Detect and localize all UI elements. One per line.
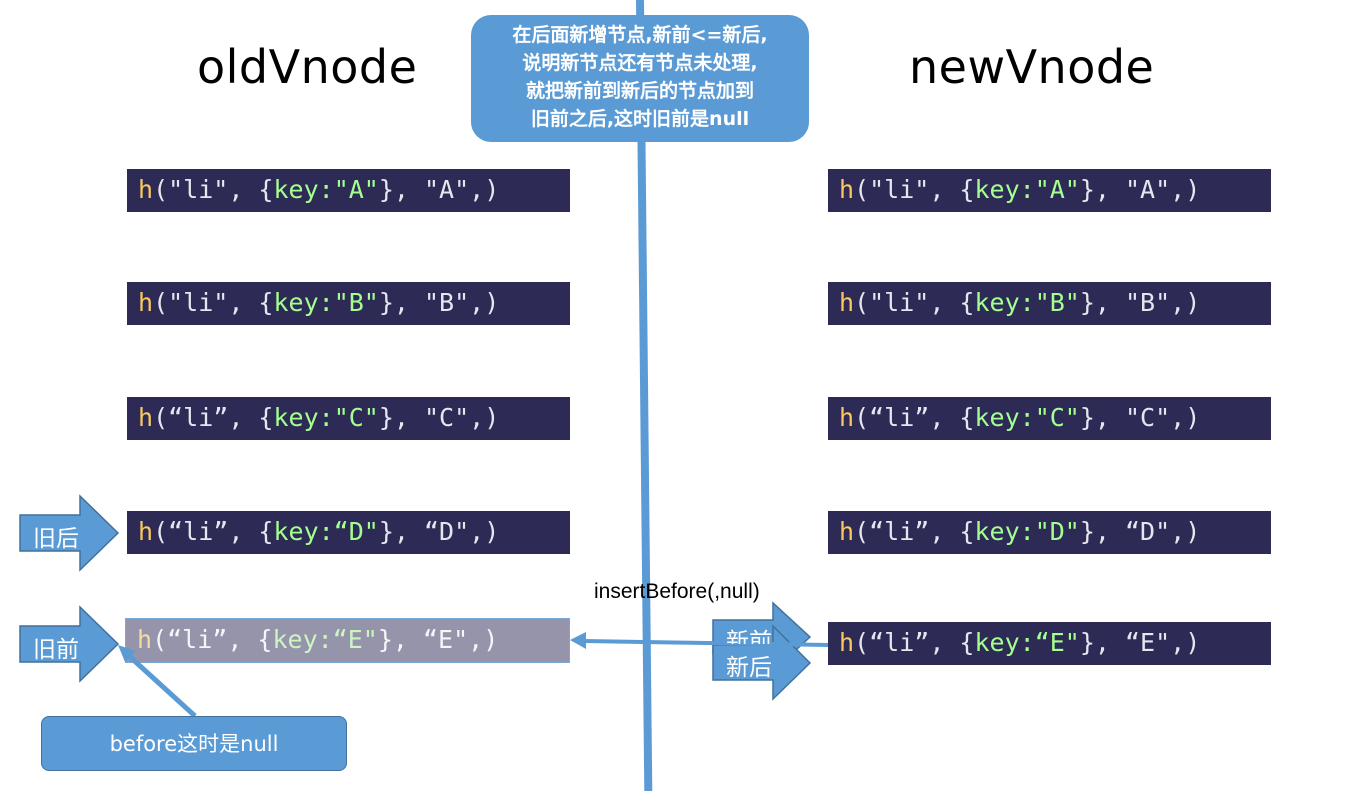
node-open: (“li”, { bbox=[854, 403, 975, 432]
insert-before-arrowhead bbox=[570, 632, 586, 649]
callout-arrow bbox=[126, 653, 197, 718]
note-line: 在后面新增节点,新前<=新后, bbox=[512, 24, 768, 46]
fn-name: h bbox=[839, 517, 855, 546]
node-open: ("li", { bbox=[153, 175, 274, 204]
node-open: ("li", { bbox=[854, 288, 975, 317]
fn-name: h bbox=[138, 288, 154, 317]
node-close: }, "C",) bbox=[1079, 403, 1201, 432]
node-open: (“li”, { bbox=[152, 625, 273, 654]
fn-name: h bbox=[839, 175, 855, 204]
old-node-a: h("li", {key:"A"}, "A",) bbox=[127, 169, 570, 212]
node-close: }, "B",) bbox=[378, 288, 500, 317]
old-node-b: h("li", {key:"B"}, "B",) bbox=[127, 282, 570, 325]
node-key: key:“D" bbox=[273, 517, 379, 546]
node-close: }, “E",) bbox=[1079, 628, 1201, 657]
node-open: (“li”, { bbox=[854, 628, 975, 657]
node-key: key:"D" bbox=[974, 517, 1080, 546]
explanation-note: 在后面新增节点,新前<=新后, 说明新节点还有节点未处理, 就把新前到新后的节点… bbox=[471, 15, 809, 142]
node-close: }, "A",) bbox=[1079, 175, 1201, 204]
new-vnode-title: newVnode bbox=[909, 40, 1155, 94]
fn-name: h bbox=[138, 517, 154, 546]
node-key: key:"A" bbox=[273, 175, 379, 204]
node-open: (“li”, { bbox=[153, 517, 274, 546]
old-end-label: 旧后 bbox=[33, 526, 79, 552]
new-node-d: h(“li”, {key:"D"}, “D",) bbox=[828, 511, 1271, 554]
new-end-label: 新后 bbox=[726, 655, 772, 681]
node-key: key:“E" bbox=[974, 628, 1080, 657]
fn-name: h bbox=[839, 288, 855, 317]
node-key: key:"C" bbox=[974, 403, 1080, 432]
new-node-b: h("li", {key:"B"}, "B",) bbox=[828, 282, 1271, 325]
new-node-a: h("li", {key:"A"}, "A",) bbox=[828, 169, 1271, 212]
note-line: 说明新节点还有节点未处理, bbox=[522, 52, 758, 74]
before-null-callout: before这时是null bbox=[41, 716, 347, 771]
node-key: key:“E" bbox=[272, 625, 378, 654]
node-close: }, "A",) bbox=[378, 175, 500, 204]
fn-name: h bbox=[138, 403, 154, 432]
note-line: 就把新前到新后的节点加到 bbox=[525, 80, 754, 102]
callout-arrowhead bbox=[118, 645, 136, 662]
node-key: key:"C" bbox=[273, 403, 379, 432]
node-open: (“li”, { bbox=[153, 403, 274, 432]
insert-before-arrow bbox=[583, 639, 829, 647]
node-open: ("li", { bbox=[854, 175, 975, 204]
insert-before-label: insertBefore(,null) bbox=[594, 580, 760, 603]
node-open: (“li”, { bbox=[854, 517, 975, 546]
node-open: ("li", { bbox=[153, 288, 274, 317]
node-close: }, “D",) bbox=[378, 517, 500, 546]
old-node-c: h(“li”, {key:"C"}, "C",) bbox=[127, 397, 570, 440]
fn-name: h bbox=[839, 403, 855, 432]
node-close: }, "C",) bbox=[378, 403, 500, 432]
old-node-e-inserted: h(“li”, {key:“E"}, “E",) bbox=[125, 618, 570, 663]
note-line: 旧前之后,这时旧前是null bbox=[530, 108, 750, 130]
old-node-d: h(“li”, {key:“D"}, “D",) bbox=[127, 511, 570, 554]
old-start-label: 旧前 bbox=[33, 637, 79, 663]
node-close: }, "B",) bbox=[1079, 288, 1201, 317]
old-end-arrow-shape bbox=[19, 494, 120, 572]
new-node-e: h(“li”, {key:“E"}, “E",) bbox=[828, 622, 1271, 665]
old-start-arrow-shape bbox=[19, 605, 120, 683]
node-key: key:"B" bbox=[273, 288, 379, 317]
fn-name: h bbox=[137, 625, 153, 654]
node-close: }, “E",) bbox=[377, 625, 499, 654]
fn-name: h bbox=[138, 175, 154, 204]
fn-name: h bbox=[839, 628, 855, 657]
new-node-c: h(“li”, {key:"C"}, "C",) bbox=[828, 397, 1271, 440]
node-key: key:"A" bbox=[974, 175, 1080, 204]
old-vnode-title: oldVnode bbox=[197, 40, 418, 94]
new-start-label: 新前 bbox=[726, 629, 772, 644]
node-close: }, “D",) bbox=[1079, 517, 1201, 546]
node-key: key:"B" bbox=[974, 288, 1080, 317]
